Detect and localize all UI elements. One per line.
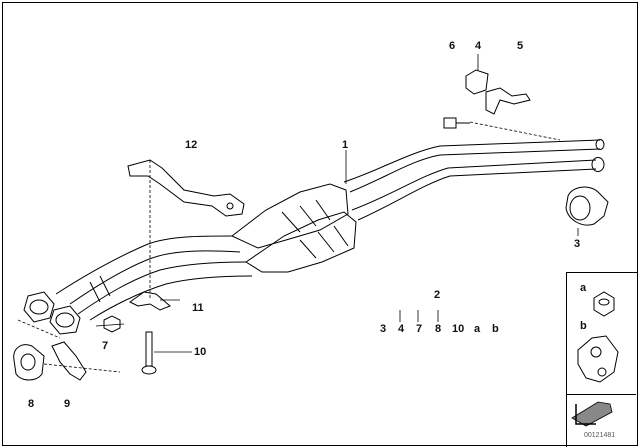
callout-12: 12 [185, 139, 198, 151]
callout-1: 1 [342, 139, 349, 151]
bracket-12 [127, 159, 245, 217]
callout-5: 5 [517, 40, 524, 52]
callout-2: 2 [434, 289, 441, 301]
callout-8: 8 [28, 398, 35, 410]
pipe-end-upper [595, 139, 605, 150]
catalytic-converter-lower [245, 211, 357, 273]
rear-pipe-lower [351, 159, 597, 211]
parts-row-item: a [474, 323, 481, 335]
callout-3: 3 [574, 238, 581, 250]
parts-row-item: 7 [416, 323, 423, 335]
leader-bolt [469, 121, 561, 141]
front-pipe-lower-2 [89, 275, 253, 321]
callout-9: 9 [64, 398, 71, 410]
hanger-5 [485, 87, 531, 115]
front-flange-left [23, 291, 55, 323]
bolt-10 [145, 331, 153, 367]
rear-pipe-upper-inner [349, 148, 601, 193]
gasket-9 [51, 341, 87, 381]
rear-pipe-upper [343, 139, 601, 183]
front-pipe-lower [77, 261, 247, 315]
parts-row-item: 8 [435, 323, 442, 335]
legend-b-bracket [577, 335, 619, 383]
parts-row-item: 10 [452, 323, 465, 335]
legend-arrow-icon [571, 401, 613, 427]
rear-pipe-lower-inner [357, 168, 597, 221]
hanger-4 [465, 69, 489, 95]
parts-row-item: b [492, 323, 499, 335]
leader-gasket [43, 363, 121, 373]
bracket-11 [129, 291, 171, 311]
legend-a-mount [593, 291, 615, 317]
callout-11: 11 [192, 302, 204, 314]
nut-7 [103, 315, 121, 333]
parts-row-item: 3 [380, 323, 387, 335]
leader-7 [95, 323, 125, 327]
front-flange-right [49, 305, 81, 335]
front-pipe-upper [55, 235, 233, 295]
parts-row-item: 4 [398, 323, 405, 335]
legend-label-a: a [580, 282, 587, 294]
callout-7: 7 [102, 340, 109, 352]
callout-4: 4 [475, 40, 482, 52]
front-pipe-upper-2 [69, 250, 241, 305]
callout-10: 10 [194, 346, 207, 358]
callout-6: 6 [449, 40, 456, 52]
legend-panel [566, 272, 637, 447]
gasket-8 [13, 344, 45, 381]
legend-divider [566, 394, 636, 395]
bolt-6 [443, 117, 457, 129]
clamp-3 [565, 186, 609, 226]
legend-label-b: b [580, 320, 587, 332]
leader-flange [17, 319, 61, 339]
image-code: 00121481 [584, 432, 616, 439]
pipe-end-lower [591, 157, 605, 172]
